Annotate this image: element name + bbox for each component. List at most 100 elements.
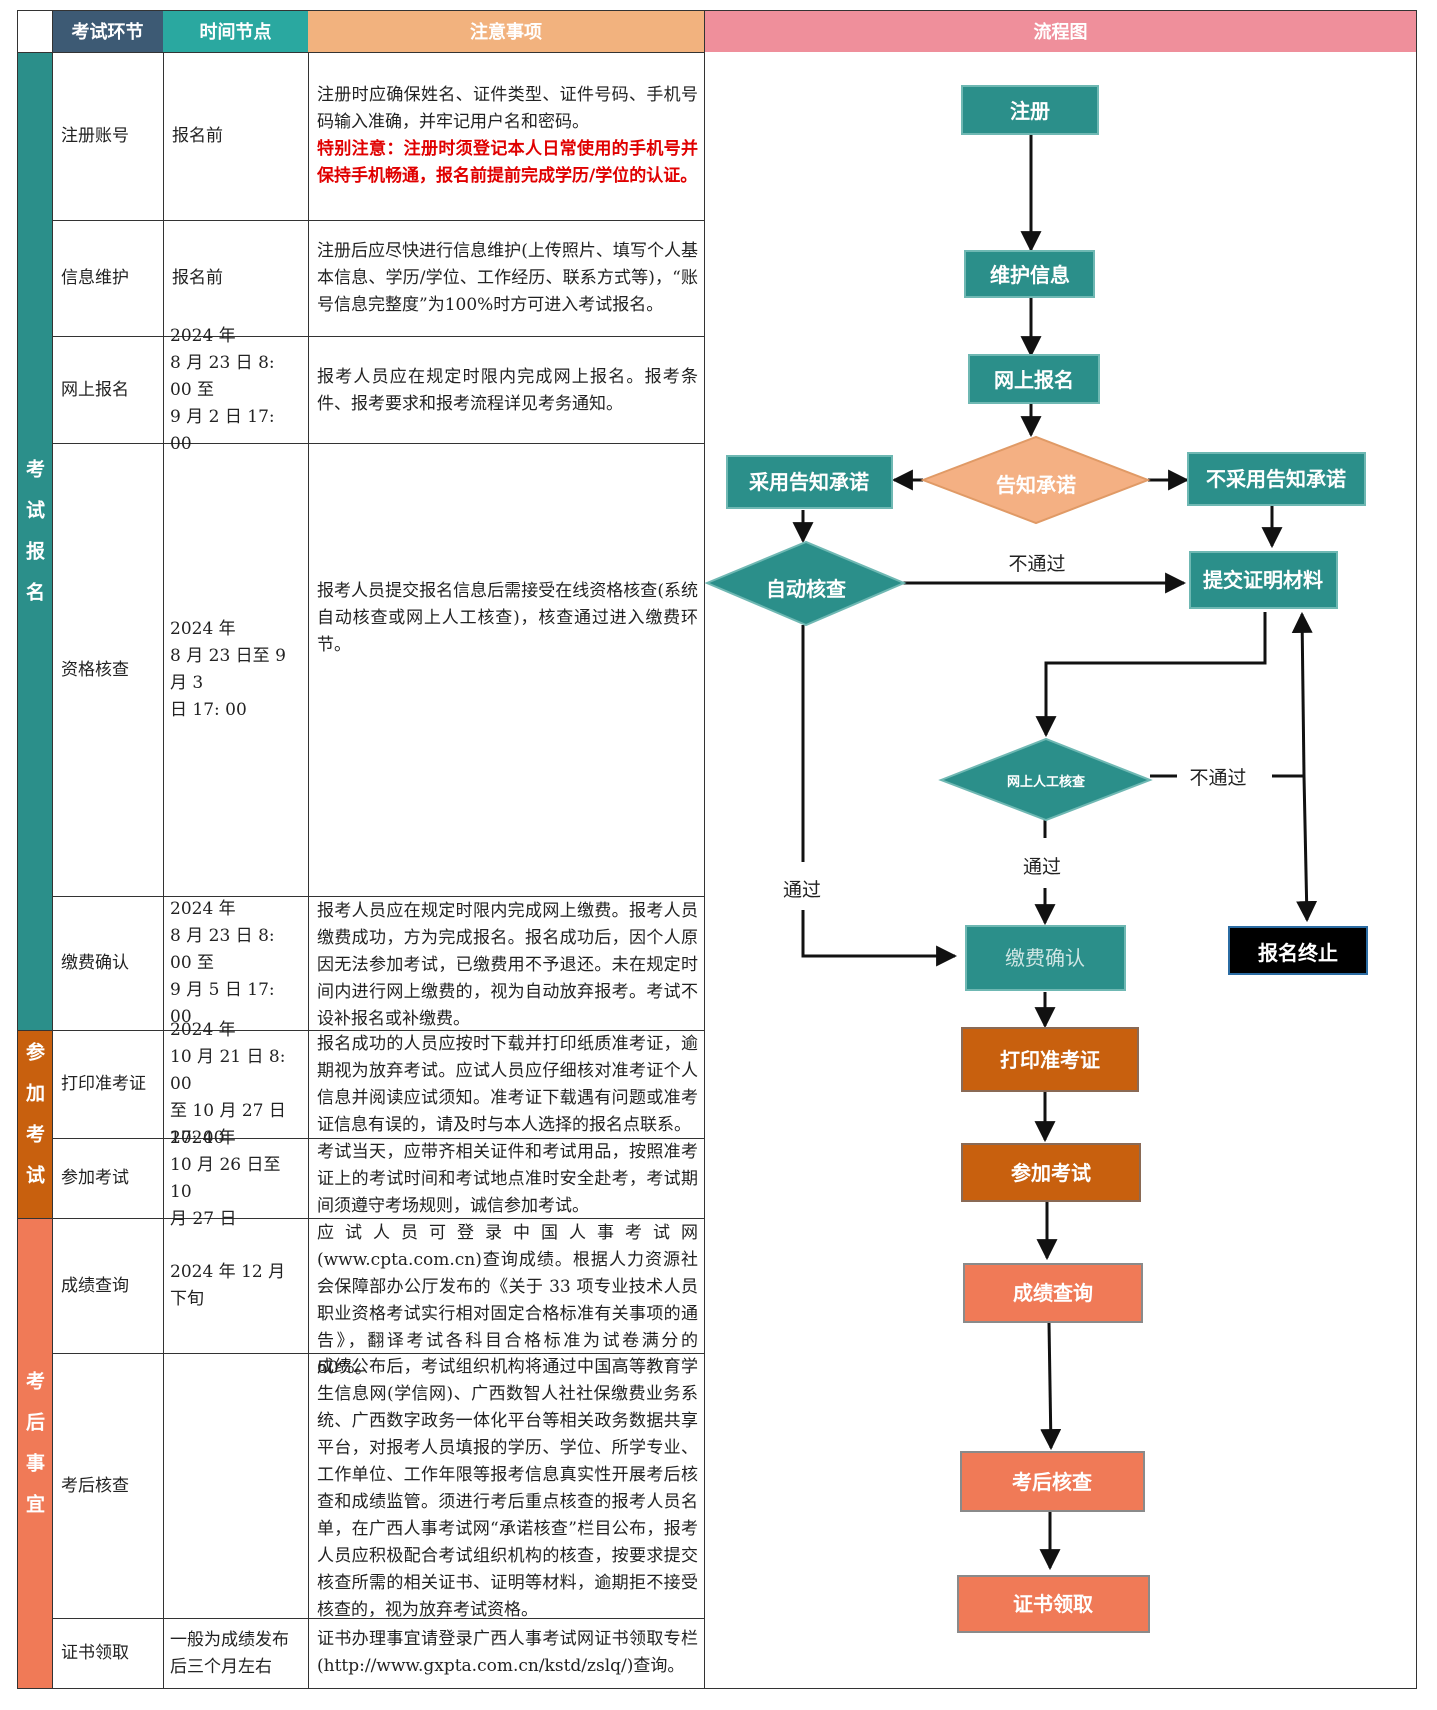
node-manual-check-label: 网上人工核查	[1007, 774, 1086, 790]
row-note: 报考人员提交报名信息后需接受在线资格核查(系统自动核查或网上人工核查)，核查通过…	[317, 581, 698, 655]
row-note: 注册时应确保姓名、证件类型、证件号码、手机号码输入准确，并牢记用户名和密码。 特…	[309, 82, 704, 190]
row-time: 2024 年 10 月 26 日至 10 月 27 日	[164, 1128, 308, 1229]
row-time: 2024 年 8 月 23 日至 9 月 3 日 17: 00	[164, 444, 308, 896]
arrow-junction-end	[1296, 775, 1318, 923]
row-time-line: 月 27 日	[170, 1208, 237, 1229]
header-time: 时间节点	[163, 10, 308, 52]
row-divider	[52, 1138, 704, 1139]
arrow-score-postcheck	[1040, 1322, 1062, 1451]
row-stage: 参加考试	[61, 1168, 129, 1188]
row-note: 证书办理事宜请登录广西人事考试网证书领取专栏(http://www.gxpta.…	[317, 1629, 698, 1676]
node-score-query-label: 成绩查询	[1013, 1281, 1093, 1305]
label-pass-manual: 通过	[1023, 856, 1061, 878]
arrow-auto-payment	[801, 910, 958, 967]
row-note: 报名成功的人员应按时下载并打印纸质准考证，逾期视为放弃考试。应试人员应仔细核对准…	[317, 1034, 698, 1135]
row-note: 报考人员应在规定时限内完成网上报名。报考条件、报考要求和报考流程详见考务通知。	[317, 367, 698, 414]
header-stage: 考试环节	[52, 10, 163, 52]
node-use-commitment: 采用告知承诺	[726, 455, 893, 509]
node-certificate-label: 证书领取	[1013, 1592, 1093, 1616]
row-time: 2024 年 8 月 23 日 8: 00 至 9 月 2 日 17: 00	[164, 326, 308, 454]
row-stage: 缴费确认	[61, 953, 129, 973]
row-divider	[52, 220, 704, 221]
band-after-exam-label: 考后事宜	[23, 1371, 45, 1535]
row-stage: 注册账号	[61, 126, 129, 146]
row-stage: 打印准考证	[61, 1074, 146, 1094]
node-score-query: 成绩查询	[963, 1263, 1143, 1323]
flow-connectors	[792, 134, 1318, 1571]
row-time	[164, 1354, 308, 1618]
node-submit-proof-label: 提交证明材料	[1203, 568, 1323, 592]
row-note-text: 注册时应确保姓名、证件类型、证件号码、手机号码输入准确，并牢记用户名和密码。	[317, 85, 698, 132]
node-no-commitment: 不采用告知承诺	[1187, 452, 1366, 506]
col-divider	[163, 52, 164, 1688]
label-fail-manual: 不通过	[1189, 767, 1246, 789]
row-stage: 证书领取	[61, 1643, 129, 1663]
row-note-warning: 特别注意：注册时须登记本人日常使用的手机号并保持手机畅通，报名前提前完成学历/学…	[317, 139, 698, 186]
node-auto-check-label: 自动核查	[766, 577, 846, 601]
col-divider	[308, 52, 309, 1688]
node-take-exam: 参加考试	[961, 1143, 1141, 1202]
table-border-bottom	[17, 1688, 1417, 1689]
label-pass-auto: 通过	[783, 879, 821, 901]
row-time-line: 8 月 23 日 8: 00 至	[170, 352, 275, 400]
row-note: 成绩公布后，考试组织机构将通过中国高等教育学生信息网(学信网)、广西数智人社社保…	[317, 1357, 698, 1620]
row-time: 2024 年 12 月下旬	[170, 1262, 286, 1309]
node-signup-end-label: 报名终止	[1258, 941, 1338, 965]
row-time-line: 2024 年	[170, 619, 236, 639]
node-submit-proof: 提交证明材料	[1189, 551, 1338, 609]
band-registration-label: 考试报名	[23, 459, 45, 623]
row-stage: 信息维护	[61, 268, 129, 288]
row-stage: 网上报名	[61, 379, 129, 400]
row-divider	[52, 1618, 704, 1619]
row-time: 报名前	[172, 126, 223, 146]
row-stage: 成绩查询	[61, 1275, 129, 1296]
row-divider	[52, 443, 704, 444]
arrow-submit-manual	[1035, 612, 1267, 738]
row-stage: 考后核查	[61, 1475, 129, 1496]
header-divider	[17, 52, 704, 53]
row-time-line: 2024 年	[170, 325, 236, 346]
node-maintain: 维护信息	[964, 250, 1095, 298]
header-flowchart: 流程图	[704, 10, 1417, 52]
row-time-line: 10 月 21 日 8: 00	[170, 1047, 286, 1094]
node-payment-label: 缴费确认	[1005, 946, 1085, 970]
row-time-line: 2024 年	[170, 1127, 236, 1148]
band-after-exam: 考后事宜	[17, 1218, 52, 1688]
node-commitment-label: 告知承诺	[996, 473, 1076, 497]
band-take-exam: 参加考试	[17, 1030, 52, 1218]
node-certificate: 证书领取	[957, 1575, 1150, 1633]
row-note: 报考人员应在规定时限内完成网上缴费。报考人员缴费成功，方为完成报名。报名成功后，…	[317, 901, 698, 1029]
row-time-line: 日 17: 00	[170, 700, 247, 720]
band-take-exam-label: 参加考试	[23, 1042, 45, 1206]
row-divider	[17, 1030, 704, 1031]
node-register-label: 注册	[1010, 99, 1050, 123]
row-time: 2024 年 8 月 23 日 8: 00 至 9 月 5 日 17: 00	[164, 897, 308, 1030]
row-divider	[52, 896, 704, 897]
row-time: 2024 年 10 月 21 日 8: 00 至 10 月 27 日 17: 0…	[164, 1020, 308, 1148]
node-commitment: 告知承诺	[920, 435, 1151, 525]
node-online-signup: 网上报名	[968, 354, 1100, 404]
node-signup-end: 报名终止	[1228, 926, 1368, 975]
node-no-commitment-label: 不采用告知承诺	[1206, 467, 1346, 491]
node-manual-check: 网上人工核查	[938, 737, 1153, 822]
node-maintain-label: 维护信息	[990, 263, 1070, 287]
col-divider	[704, 10, 705, 1688]
node-auto-check: 自动核查	[704, 540, 907, 627]
row-divider	[17, 1218, 704, 1219]
table-border-left	[17, 10, 18, 1688]
row-time-line: 至 10 月 27 日	[170, 1101, 286, 1121]
row-time-line: 9 月 5 日 17: 00	[170, 980, 275, 1027]
row-note: 应试人员可登录中国人事考试网(www.cpta.com.cn)查询成绩。根据人力…	[317, 1223, 698, 1378]
row-time-line: 10 月 26 日至 10	[170, 1154, 281, 1202]
node-use-commitment-label: 采用告知承诺	[749, 470, 869, 494]
col-divider	[52, 10, 53, 1688]
row-divider	[52, 336, 704, 337]
node-register: 注册	[961, 85, 1099, 135]
row-time-line: 17: 00	[170, 1128, 225, 1148]
table-border-top	[17, 10, 1417, 11]
row-time-line: 8 月 23 日 8: 00 至	[170, 926, 275, 973]
node-online-signup-label: 网上报名	[994, 368, 1074, 392]
node-post-check: 考后核查	[960, 1451, 1145, 1512]
row-divider	[52, 1353, 704, 1354]
